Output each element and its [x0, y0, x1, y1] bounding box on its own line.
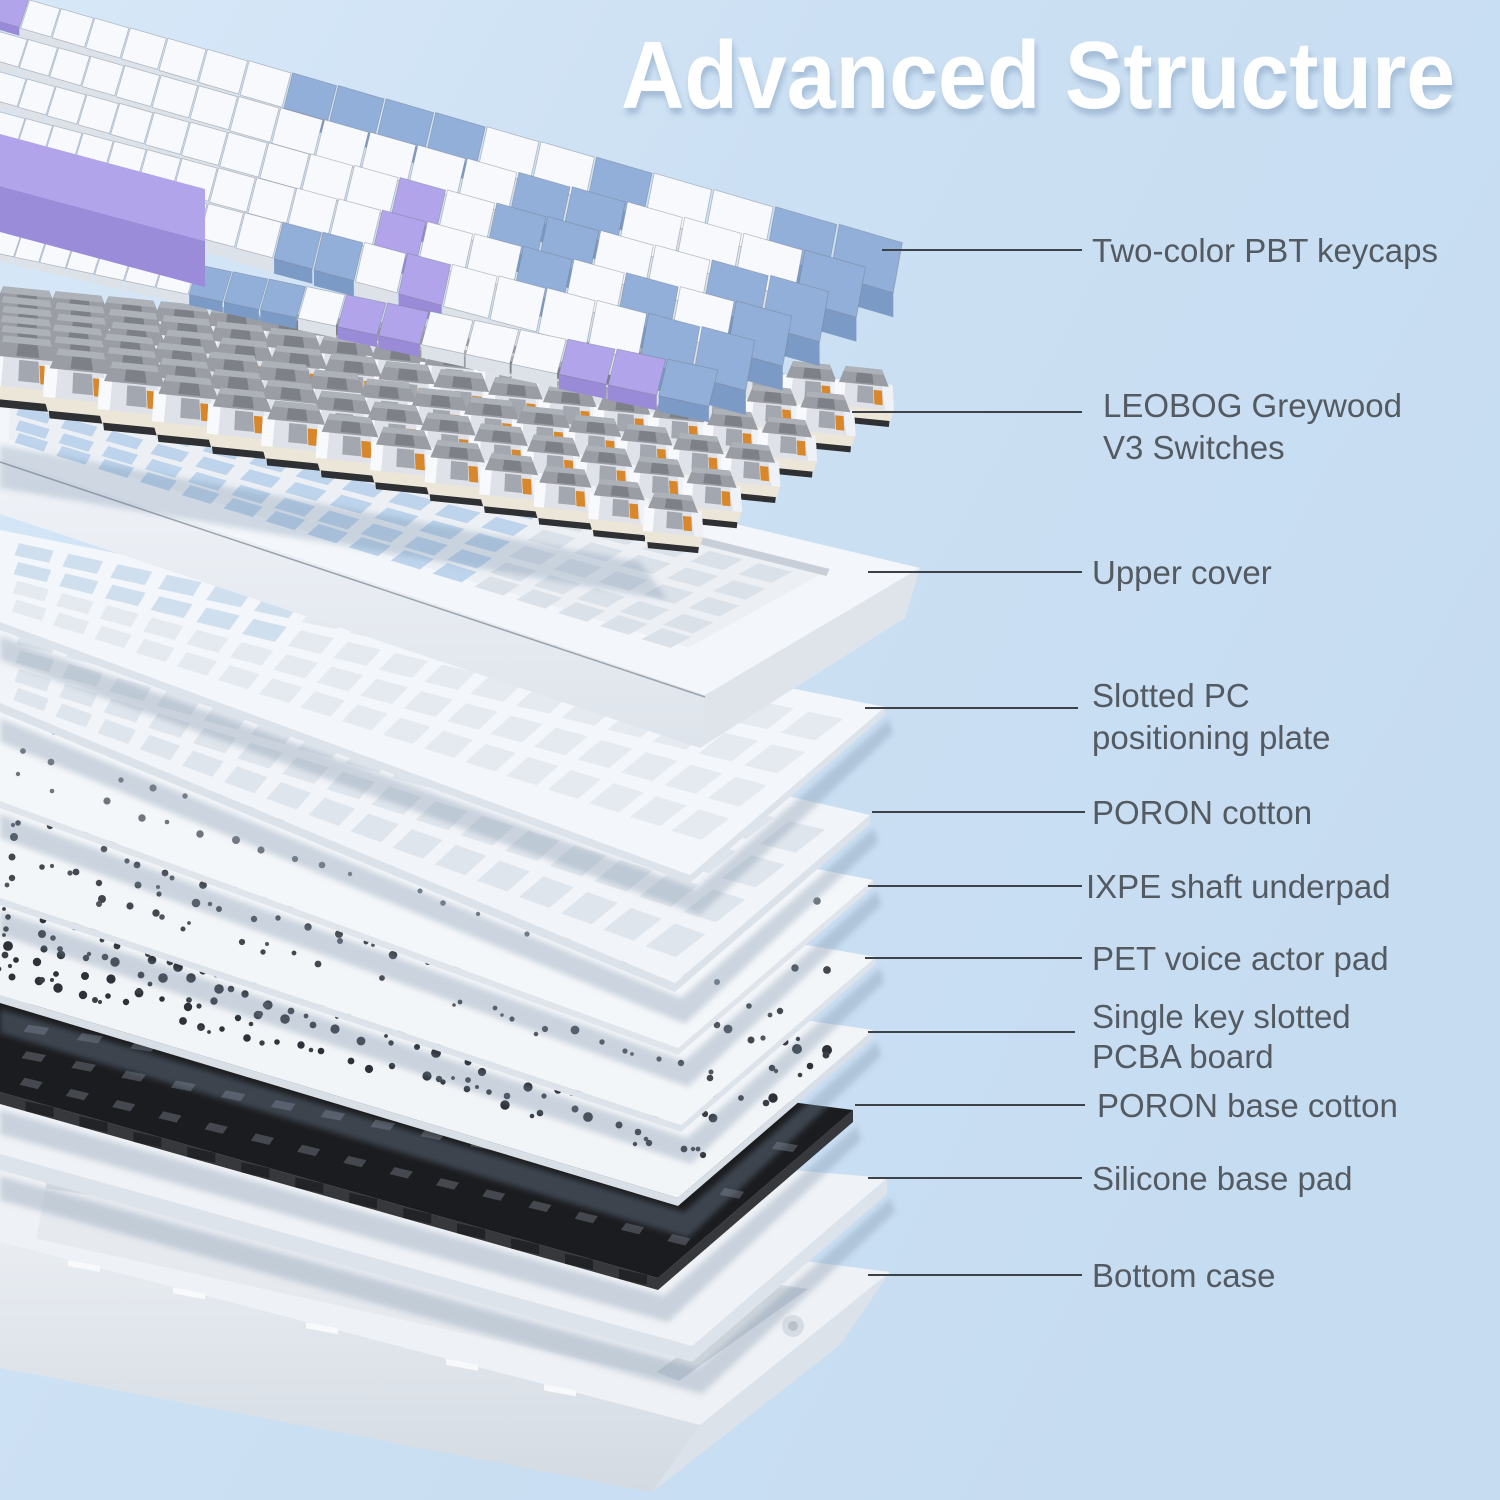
- svg-text:Two-color PBT keycaps: Two-color PBT keycaps: [1092, 232, 1438, 269]
- svg-text:Advanced Structure: Advanced Structure: [621, 22, 1455, 129]
- svg-text:Upper cover: Upper cover: [1092, 554, 1272, 591]
- svg-text:IXPE shaft underpad: IXPE shaft underpad: [1086, 868, 1391, 905]
- svg-text:Single key slotted: Single key slotted: [1092, 998, 1351, 1035]
- svg-text:V3 Switches: V3 Switches: [1103, 429, 1285, 466]
- svg-text:PORON base cotton: PORON base cotton: [1097, 1087, 1398, 1124]
- svg-text:PET voice actor pad: PET voice actor pad: [1092, 940, 1389, 977]
- svg-text:Advanced Structure: Advanced Structure: [623, 28, 1457, 135]
- svg-text:Slotted PC: Slotted PC: [1092, 677, 1250, 714]
- svg-text:PORON cotton: PORON cotton: [1092, 794, 1312, 831]
- svg-text:Bottom case: Bottom case: [1092, 1257, 1275, 1294]
- svg-text:Silicone base pad: Silicone base pad: [1092, 1160, 1353, 1197]
- svg-text:PCBA board: PCBA board: [1092, 1038, 1274, 1075]
- svg-text:positioning plate: positioning plate: [1092, 719, 1331, 756]
- svg-text:LEOBOG Greywood: LEOBOG Greywood: [1103, 387, 1402, 424]
